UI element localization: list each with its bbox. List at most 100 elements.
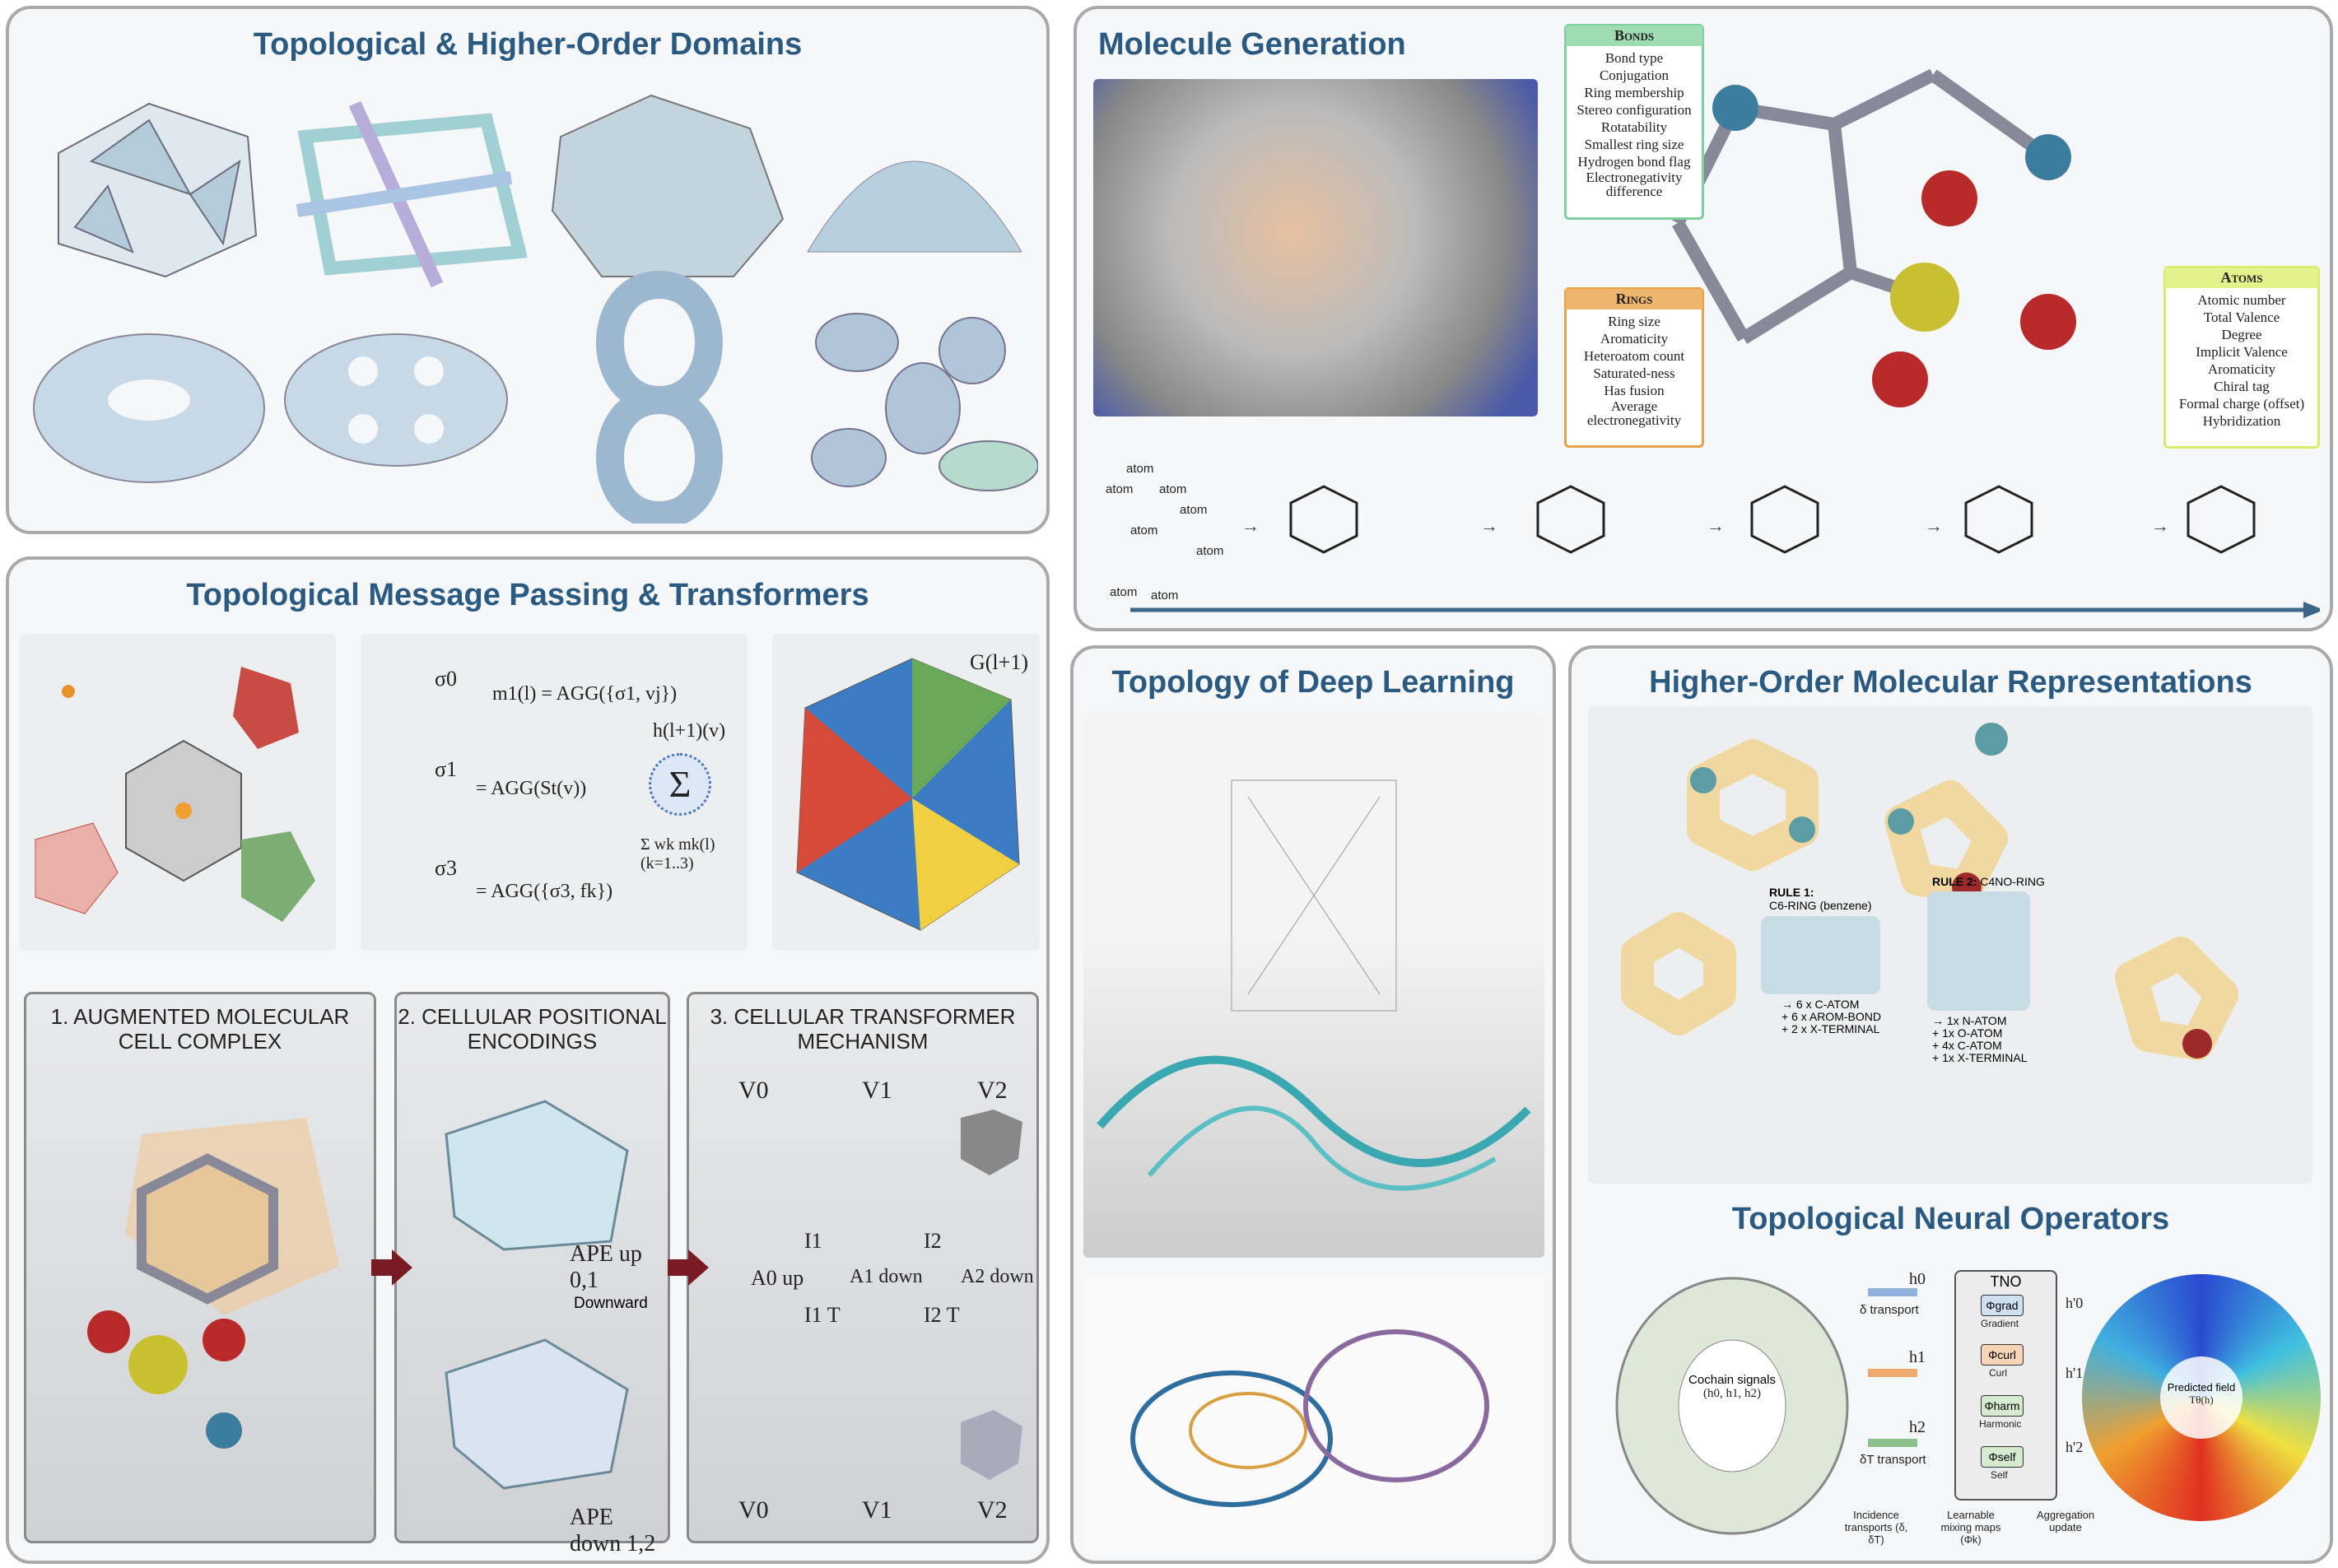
atom-label: atom [1159, 482, 1187, 496]
grad-block: Φgrad [1981, 1295, 2024, 1316]
tno-footer: Incidence transports (δ, δT)Learnable mi… [1843, 1509, 2098, 1546]
rule2-title: RULE 2: [1932, 875, 1977, 888]
bonds-item: Hydrogen bond flag [1577, 154, 1691, 170]
bonds-item: Rotatability [1600, 119, 1668, 135]
atom-label: atom [1110, 585, 1138, 599]
hypergraph [811, 313, 1038, 491]
input-sub: δT transport [1860, 1453, 1926, 1467]
v1-top: V1 [862, 1077, 892, 1104]
h-next-label: h(l+1)(v) [653, 720, 726, 742]
a0-up: A0 up [751, 1266, 804, 1290]
panel-title: Topological & Higher-Order Domains [253, 27, 803, 62]
simplicial-complex [58, 102, 258, 278]
weighted-sum: Σ wk mk(l) (k=1..3) [640, 835, 715, 872]
rule1-lines: → 6 x C-ATOM+ 6 x AROM-BOND+ 2 x X-TERMI… [1781, 998, 1881, 1035]
rule-line: → 6 x C-ATOM [1781, 998, 1860, 1011]
bonds-item: Smallest ring size [1584, 137, 1684, 152]
bonds-item: Bond type [1604, 50, 1664, 66]
a2-down: A2 down [961, 1266, 1034, 1287]
step-3-panel: 3. CELLULAR TRANSFORMER MECHANISM V0 V1 … [687, 992, 1039, 1543]
tno-title: Topological Neural Operators [1731, 1202, 2170, 1236]
g-next-label: G(l+1) [970, 650, 1028, 674]
predicted-text: Predicted field [2167, 1381, 2236, 1394]
deep-learning-panel: Topology of Deep Learning [1070, 645, 1556, 1564]
ape-up-label: APE up 0,1 [570, 1241, 642, 1293]
sum-node: Σ [649, 753, 711, 816]
protein-pocket-image [1093, 79, 1538, 416]
i1-transpose: I1 T [804, 1303, 841, 1327]
atoms-item: Formal charge (offset) [2178, 396, 2305, 412]
v0-bottom: V0 [738, 1496, 769, 1524]
block-name: Harmonic [1979, 1418, 2022, 1430]
rings-item: Saturated-ness [1593, 365, 1675, 381]
domains-panel: Topological & Higher-Order Domains [6, 6, 1050, 534]
v2-bottom: V2 [977, 1496, 1008, 1524]
rule-line: + 1x O-ATOM [1932, 1026, 2003, 1040]
sigma3-label: σ3 [435, 856, 458, 880]
rule2-heading: RULE 2: C4NO-RING [1932, 875, 2045, 888]
atoms-item: Hybridization [2202, 413, 2281, 429]
output-h0: h'0 [2066, 1295, 2084, 1311]
rule1-diagram [1761, 916, 1880, 994]
rule2-diagram [1927, 891, 2030, 1011]
footer-item: Aggregation update [2036, 1509, 2095, 1533]
rule-line: + 2 x X-TERMINAL [1781, 1022, 1880, 1035]
rule1-subtitle: C6-RING (benzene) [1769, 899, 1872, 912]
bonds-title: Bonds [1566, 26, 1702, 46]
rings-item: Ring size [1608, 314, 1660, 329]
input-bar [1868, 1369, 1917, 1377]
svg-text:→: → [1480, 515, 1498, 536]
sigma0-label: σ0 [435, 667, 458, 691]
input-label: h2 [1909, 1418, 1926, 1436]
i2: I2 [924, 1229, 942, 1253]
step-title: 2. CELLULAR POSITIONAL ENCODINGS [398, 1004, 667, 1054]
atom-label: atom [1151, 589, 1179, 603]
cochain-text: Cochain signals [1688, 1373, 1776, 1387]
atoms-item: Degree [2221, 327, 2262, 342]
genus-surface [284, 333, 508, 467]
panel-title: Higher-Order Molecular Representations [1649, 665, 2252, 700]
neural-network-landscape-image [1083, 714, 1544, 1258]
ape-down-label: APE down 1,2 [570, 1505, 656, 1556]
cochain-label: Cochain signals(h0, h1, h2) [1670, 1373, 1794, 1401]
rule-line: → 1x N-ATOM [1932, 1014, 2007, 1027]
panel-title: Molecule Generation [1098, 27, 1406, 62]
v1-bottom: V1 [862, 1496, 892, 1524]
self-block: Φself [1981, 1446, 2024, 1468]
atoms-item: Implicit Valence [2196, 344, 2288, 360]
agg-st-formula: = AGG(St(v)) [476, 778, 587, 799]
predicted-math: Tθ(h) [2189, 1394, 2214, 1406]
formula-image: σ0 m1(l) = AGG({σ1, vj}) σ1 = AGG(St(v))… [361, 634, 748, 951]
harm-block: Φharm [1981, 1395, 2024, 1417]
output-h2: h'2 [2066, 1439, 2084, 1455]
bonds-item: Electronegativity difference [1586, 170, 1683, 199]
svg-text:→: → [1707, 515, 1725, 536]
atom-label: atom [1196, 544, 1224, 558]
input-bar [1868, 1439, 1917, 1447]
cochain-torus [1615, 1277, 1849, 1535]
step-title: 1. AUGMENTED MOLECULAR CELL COMPLEX [50, 1004, 350, 1054]
panel-title: Topology of Deep Learning [1111, 665, 1515, 700]
molecular-rules-image: RULE 1: C6-RING (benzene) → 6 x C-ATOM+ … [1588, 706, 2312, 1184]
higher-order-panel: Higher-Order Molecular Representations R… [1568, 645, 2333, 1564]
atom-label: atom [1126, 462, 1154, 476]
molecule-3d [1671, 68, 2076, 407]
i1: I1 [804, 1229, 822, 1253]
atoms-title: Atoms [2165, 268, 2318, 288]
v0-top: V0 [738, 1077, 769, 1104]
bonds-item: Stereo configuration [1577, 102, 1692, 118]
rule2-subtitle: C4NO-RING [1980, 875, 2045, 888]
input-label: h1 [1909, 1348, 1926, 1366]
cell-complex-image: G(l+1) [772, 634, 1040, 951]
lorenz-attractor-image [1083, 1274, 1544, 1554]
input-sub: δ transport [1860, 1303, 1919, 1317]
rule-line: + 4x C-ATOM [1932, 1039, 2002, 1052]
step-2-panel: 2. CELLULAR POSITIONAL ENCODINGS APE up … [394, 992, 670, 1556]
i2-transpose: I2 T [924, 1303, 960, 1327]
